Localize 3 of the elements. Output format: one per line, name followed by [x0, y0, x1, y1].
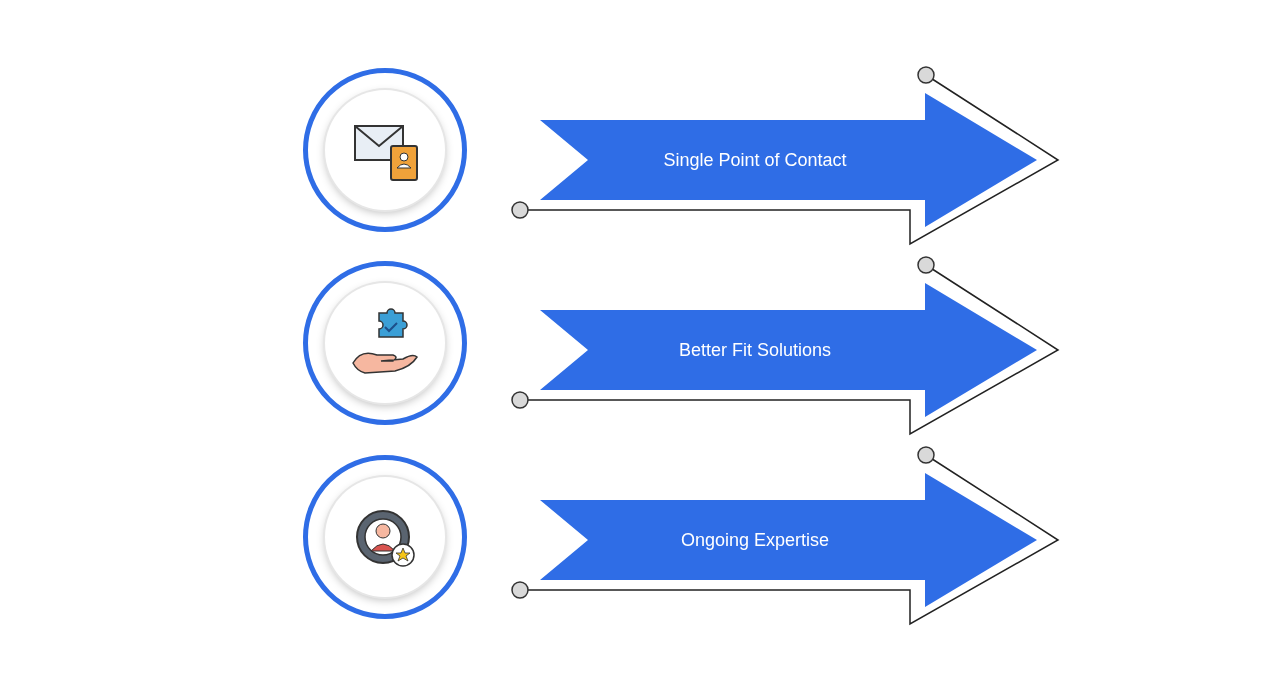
arrow-label: Single Point of Contact [662, 149, 848, 172]
arrow-label: Better Fit Solutions [677, 339, 833, 362]
arrow-label: Ongoing Expertise [679, 529, 831, 552]
